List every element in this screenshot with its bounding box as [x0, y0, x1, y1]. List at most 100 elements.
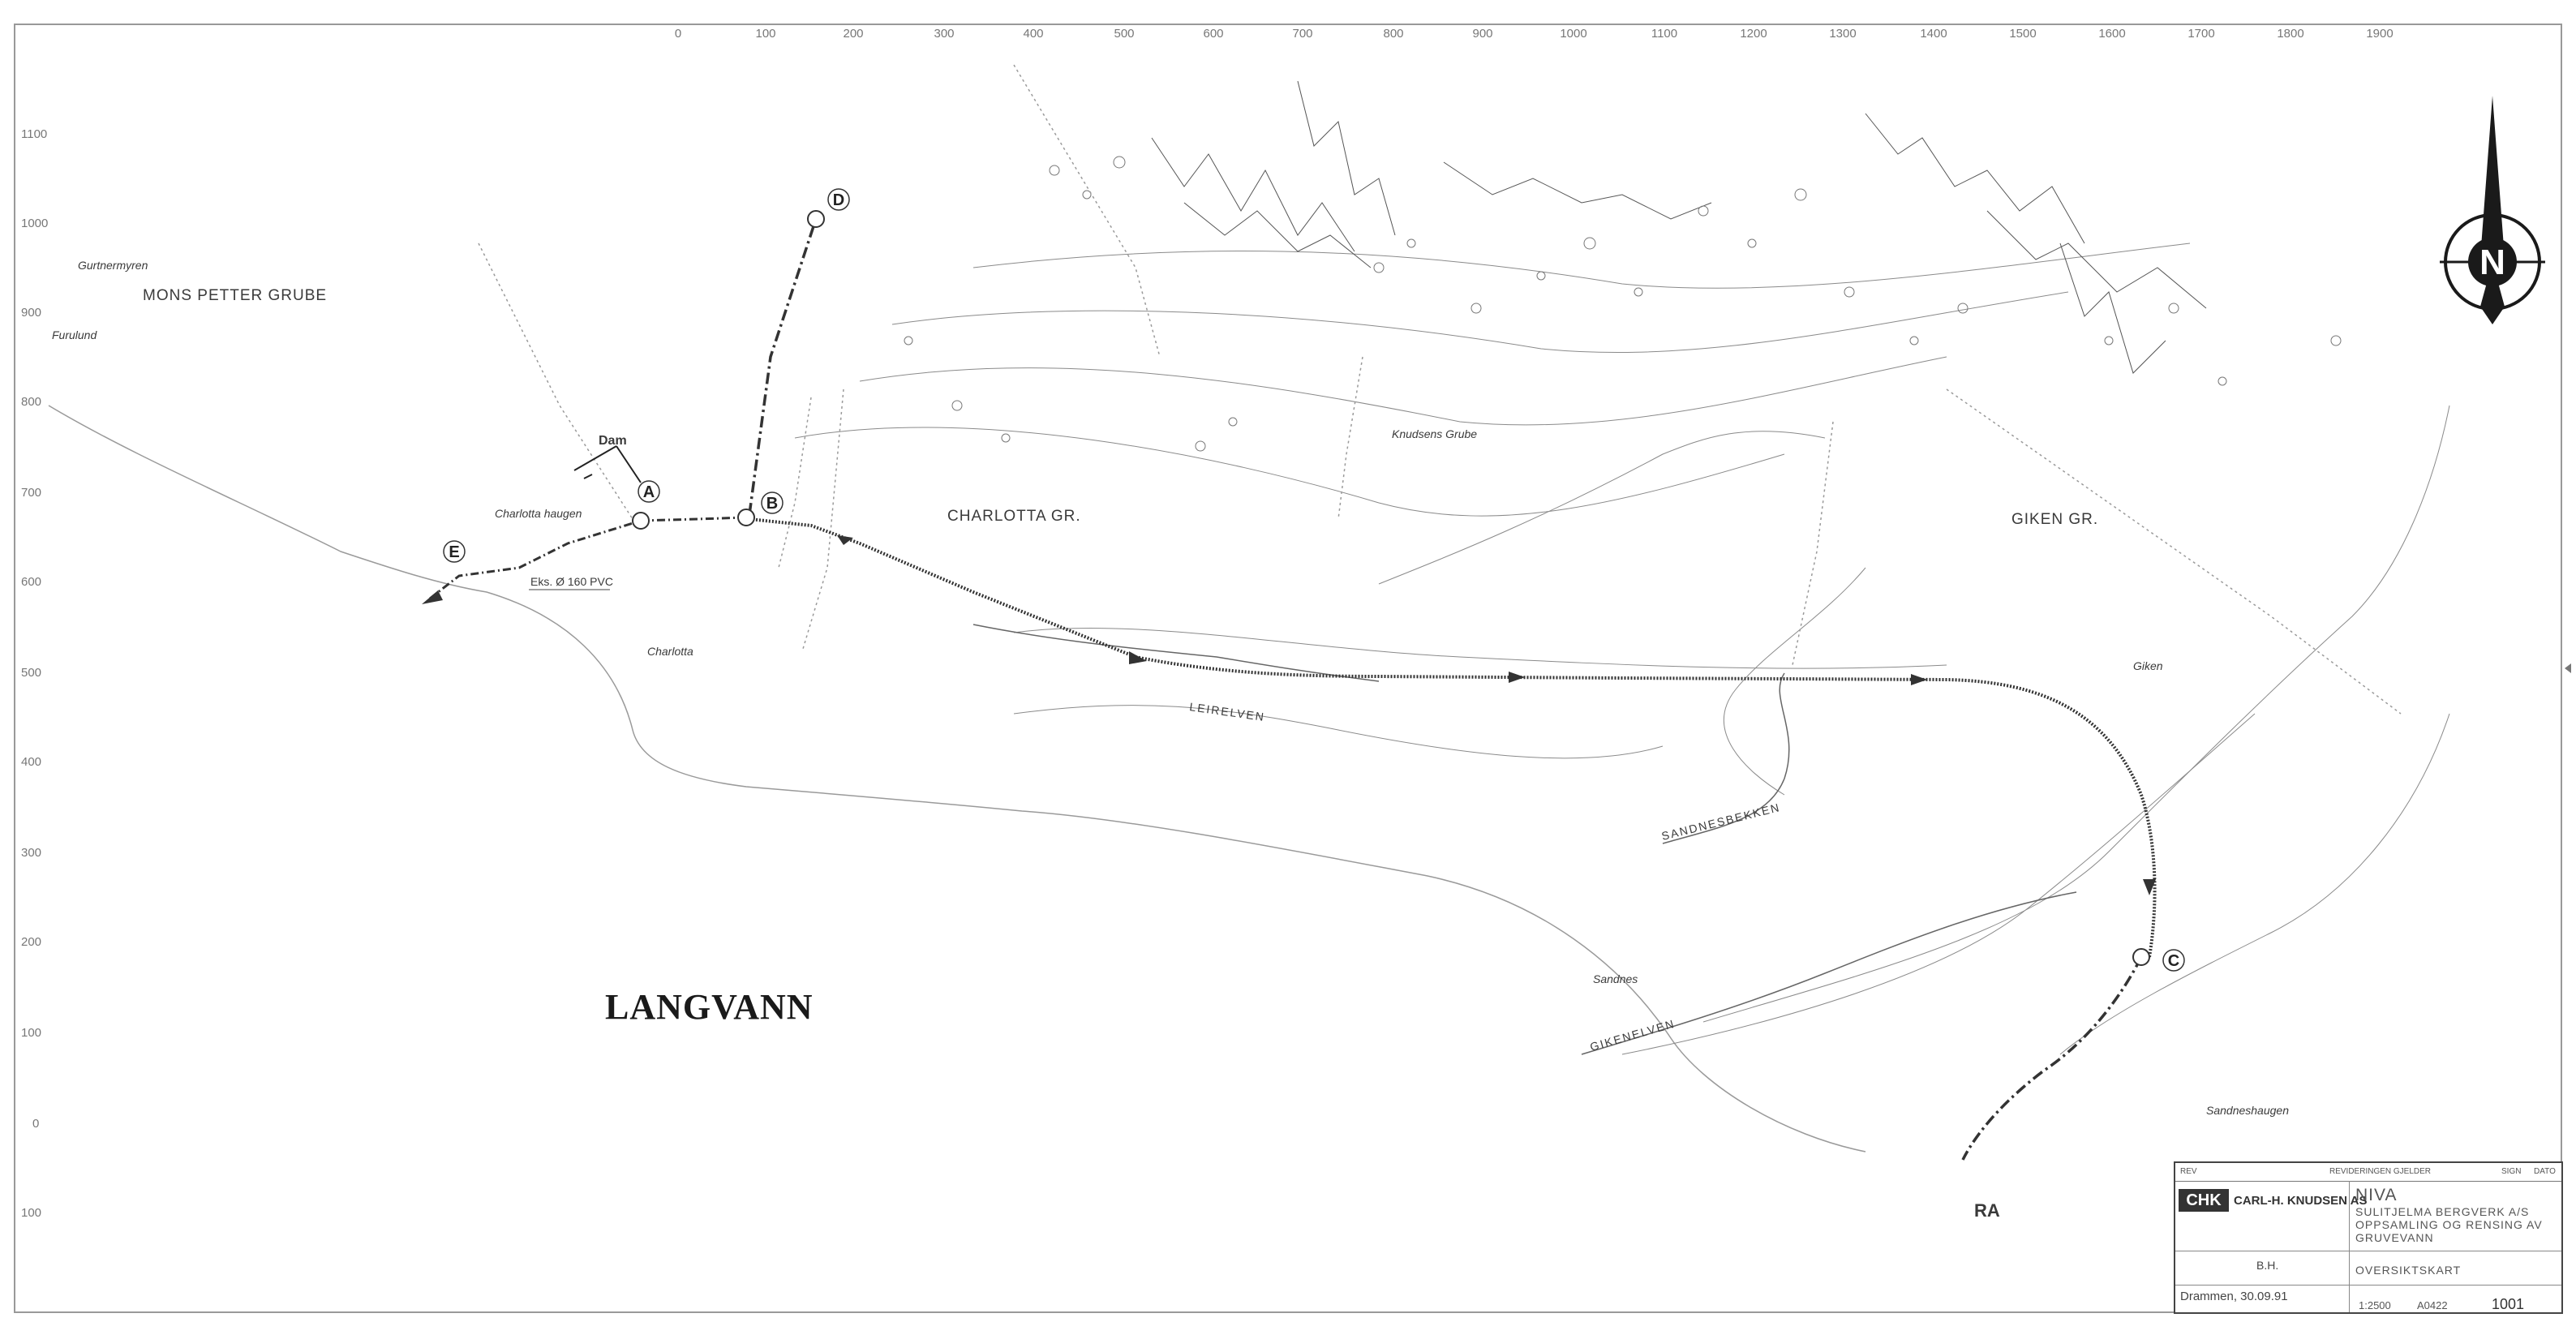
place-and-date: Drammen, 30.09.91: [2180, 1290, 2288, 1303]
x-tick: 500: [1114, 27, 1134, 41]
x-tick: 800: [1383, 27, 1403, 41]
y-tick: 700: [21, 486, 41, 500]
gikenelven-river: [1581, 891, 2077, 1055]
lake-shoreline: [48, 405, 1866, 1152]
x-tick: 1500: [2009, 27, 2036, 41]
marker-b-label: B: [766, 495, 778, 513]
revision-header-label: REVIDERINGEN GJELDER: [2329, 1167, 2432, 1176]
rev-column-label: REV: [2180, 1167, 2197, 1176]
label-sandnes: Sandnes: [1593, 972, 1638, 985]
x-axis-ticks: 0 100 200 300 400 500 600 700 800 900 10…: [675, 27, 2394, 41]
node-b: [737, 509, 755, 526]
y-tick: 1000: [21, 217, 48, 230]
y-tick: 100: [21, 1206, 41, 1220]
x-tick: 1600: [2098, 27, 2125, 41]
drawing-title: OVERSIKTSKART: [2355, 1264, 2462, 1277]
label-charlotta-gr: CHARLOTTA GR.: [947, 508, 1081, 525]
label-charlotta: Charlotta: [647, 645, 693, 658]
north-letter: N: [2479, 243, 2505, 282]
flow-arrow: [1129, 651, 1147, 664]
label-leirelven: LEIRELVEN: [1189, 700, 1266, 723]
x-tick: 100: [755, 27, 775, 41]
x-tick: 1800: [2277, 27, 2303, 41]
label-dam: Dam: [599, 434, 627, 448]
roads: [478, 64, 2402, 715]
x-tick: 1900: [2366, 27, 2393, 41]
marker-a-label: A: [643, 483, 655, 501]
marker-c-label: C: [2168, 952, 2179, 970]
route-a-b: [640, 516, 747, 522]
x-tick: 400: [1023, 27, 1043, 41]
company-logo: CHK: [2179, 1189, 2229, 1212]
label-furulund: Furulund: [52, 328, 97, 341]
map-frame: [14, 24, 2562, 1313]
label-giken: Giken: [2133, 659, 2163, 672]
x-tick: 900: [1472, 27, 1492, 41]
label-gurtnermyren: Gurtnermyren: [78, 259, 148, 272]
flow-arrow: [837, 535, 853, 545]
drawn-by: B.H.: [2256, 1259, 2279, 1272]
marker-d-label: D: [833, 191, 844, 209]
project-description: SULITJELMA BERGVERK A/S OPPSAMLING OG RE…: [2355, 1205, 2558, 1244]
project-line: SULITJELMA BERGVERK A/S: [2355, 1205, 2530, 1218]
company-name: CARL-H. KNUDSEN AS: [2234, 1194, 2368, 1208]
titleblock-divider: [2175, 1285, 2561, 1286]
drawing-scale: 1:2500: [2359, 1299, 2391, 1311]
label-mons-petter-grube: MONS PETTER GRUBE: [143, 287, 327, 304]
x-tick: 600: [1203, 27, 1223, 41]
label-giken-gr: GIKEN GR.: [2011, 511, 2098, 528]
route-c-ra: [1961, 956, 2143, 1161]
node-c: [2132, 948, 2150, 966]
y-tick: 900: [21, 306, 41, 320]
x-tick: 300: [934, 27, 954, 41]
client-name: NIVA: [2355, 1186, 2398, 1204]
flow-arrow: [422, 590, 443, 604]
y-tick: 0: [32, 1117, 39, 1131]
marker-labels: A B C D E: [443, 188, 2185, 972]
y-tick: 500: [21, 666, 41, 680]
label-gikenelven: GIKENELVEN: [1588, 1017, 1677, 1054]
drawing-number: A0422: [2417, 1299, 2448, 1311]
project-line: GRUVEVANN: [2355, 1231, 2434, 1244]
sheet-number: 1001: [2492, 1296, 2525, 1312]
x-tick: 1000: [1560, 27, 1586, 41]
project-line: OPPSAMLING OG RENSING AV: [2355, 1218, 2543, 1231]
route-nodes: [632, 210, 2150, 966]
x-tick: 0: [675, 27, 681, 41]
y-tick: 800: [21, 395, 41, 409]
x-tick: 700: [1292, 27, 1312, 41]
label-pipe-dimension: Eks. Ø 160 PVC: [530, 575, 613, 588]
route-b-c: [749, 517, 2157, 958]
node-a: [632, 512, 650, 530]
mine-area-hatching: [1151, 80, 2207, 374]
rivers: [972, 624, 2077, 1055]
north-arrow-needle-icon: [2480, 96, 2505, 270]
terrain-dots: [904, 156, 2342, 452]
x-tick: 1200: [1740, 27, 1767, 41]
drainage-route: [429, 218, 2157, 1161]
flow-arrow: [2143, 879, 2156, 895]
revision-header-row: REV REVIDERINGEN GJELDER SIGN DATO: [2175, 1163, 2561, 1182]
y-tick: 1100: [21, 127, 47, 141]
x-tick: 1100: [1651, 27, 1677, 41]
flow-arrow: [1509, 672, 1525, 683]
dato-column-label: DATO: [2534, 1167, 2556, 1176]
label-ra: RA: [1974, 1200, 2000, 1221]
titleblock-divider: [2349, 1181, 2350, 1312]
dam-structure: [573, 445, 642, 483]
y-tick: 600: [21, 575, 41, 589]
leirelven-river: [972, 624, 1380, 682]
flow-arrows: [422, 535, 2156, 895]
label-charlotta-haugen: Charlotta haugen: [495, 507, 582, 520]
x-tick: 1300: [1829, 27, 1856, 41]
drawing-title-block: REV REVIDERINGEN GJELDER SIGN DATO CHK C…: [2174, 1161, 2563, 1314]
y-tick: 200: [21, 935, 41, 949]
x-tick: 1700: [2187, 27, 2214, 41]
flow-arrow: [1911, 674, 1927, 685]
label-knudsens-grube: Knudsens Grube: [1392, 427, 1477, 440]
x-tick: 200: [843, 27, 863, 41]
sign-column-label: SIGN: [2501, 1167, 2522, 1176]
north-arrow: N: [2440, 96, 2545, 324]
edge-arrow-icon: [2565, 663, 2571, 673]
